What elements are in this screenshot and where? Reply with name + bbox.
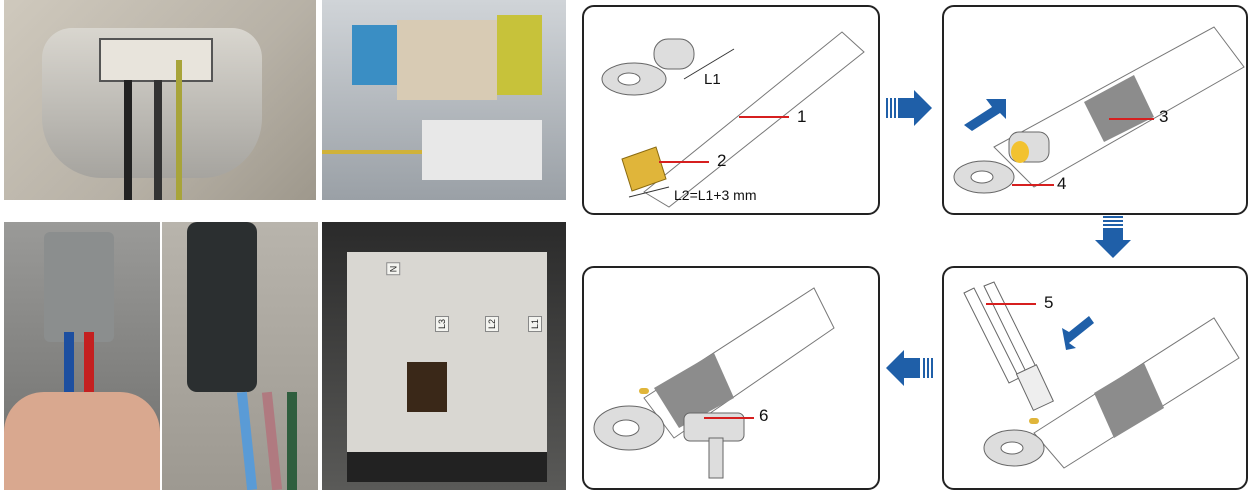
photo-breakers-burnt: N L3 L2 L1 <box>322 222 566 490</box>
lug-insert-illustration <box>953 26 1245 194</box>
step-1-strip-cable-panel: 1 2 L1 L2=L1+3 mm <box>582 5 880 215</box>
step-4-heat-shrink-panel: 6 <box>582 266 880 490</box>
arrow-right-icon <box>886 90 932 126</box>
callout-1: 1 <box>797 107 807 126</box>
arrow-down-icon <box>1095 216 1131 258</box>
breaker-label-l1: L1 <box>528 315 543 333</box>
step-2-insert-lug-panel: 3 4 <box>942 5 1248 215</box>
breaker-label-n: N <box>386 262 401 276</box>
breaker-label-l2: L2 <box>485 315 500 333</box>
photo-connector-burnt <box>162 222 318 490</box>
crimp-tool-illustration <box>963 281 1240 469</box>
dimension-l1: L1 <box>704 71 721 88</box>
photo-inverter-terminal-block <box>4 0 316 200</box>
callout-2: 2 <box>717 151 727 170</box>
callout-3: 3 <box>1159 107 1169 126</box>
photo-terminal-blocks-colored <box>322 0 566 200</box>
heat-gun-illustration <box>593 287 835 479</box>
dimension-l2: L2=L1+3 mm <box>674 187 757 203</box>
photo-connector-hand <box>4 222 160 490</box>
callout-4: 4 <box>1057 174 1067 193</box>
callout-5: 5 <box>1044 293 1054 312</box>
arrow-left-icon <box>886 350 933 386</box>
breaker-label-l3: L3 <box>435 315 450 333</box>
step-3-crimp-panel: 5 <box>942 266 1248 490</box>
cable-strip-illustration <box>601 31 865 208</box>
callout-6: 6 <box>759 406 769 425</box>
